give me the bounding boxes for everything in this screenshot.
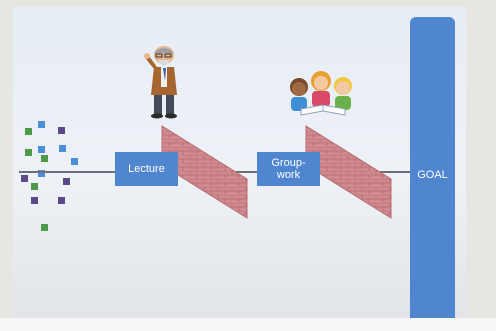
learner-dot [41,224,48,231]
learner-dot [31,197,38,204]
lecture-stage: Lecture [115,152,178,186]
lecture-label: Lecture [128,163,165,175]
learner-dot [25,128,32,135]
groupwork-stage: Group- work [257,152,320,186]
groupwork-label: Group- work [271,157,306,181]
learner-dot [59,145,66,152]
slide-canvas: Lecture Group- work [13,7,466,318]
learner-dot [38,146,45,153]
learner-dot [31,183,38,190]
goal-bar [410,17,455,318]
learner-dot [21,175,28,182]
learner-dot [71,158,78,165]
professor-icon [144,46,177,119]
learner-dot [38,170,45,177]
learner-dot [38,121,45,128]
students-icon [290,71,352,116]
learner-dot [41,155,48,162]
learner-dot [63,178,70,185]
bottom-margin [0,318,496,331]
goal-label: GOAL [417,169,448,181]
learner-dot [25,149,32,156]
learner-dot [58,127,65,134]
learner-dot [58,197,65,204]
